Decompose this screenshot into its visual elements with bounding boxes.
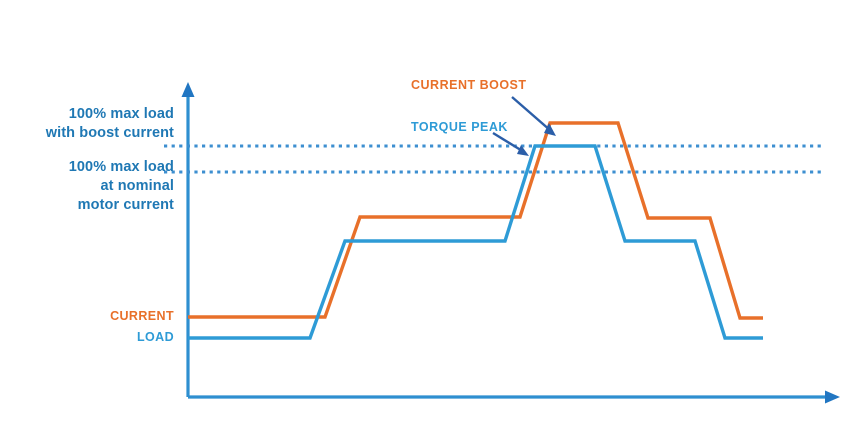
x-axis [188,390,840,404]
callout-label-current-boost: CURRENT BOOST [411,78,527,92]
arrow-current-boost [511,96,556,136]
series-label-load: LOAD [136,330,174,344]
axis-label-nominal-line3: motor current [77,197,174,213]
axis-label-nominal-current: 100% max load at nominal motor current [14,158,174,215]
arrow-torque-peak [492,131,529,156]
series-label-current: CURRENT [110,309,174,323]
series-line-load [188,144,763,340]
callout-label-torque-peak: TORQUE PEAK [411,120,508,134]
axis-label-boost-line2: with boost current [45,125,174,141]
y-axis [181,82,195,397]
axis-label-nominal-line1: 100% max load [68,159,174,175]
series-line-current [188,121,763,320]
axis-label-boost-current: 100% max load with boost current [14,105,174,143]
axis-label-boost-line1: 100% max load [68,106,174,122]
axis-label-nominal-line2: at nominal [100,178,174,194]
